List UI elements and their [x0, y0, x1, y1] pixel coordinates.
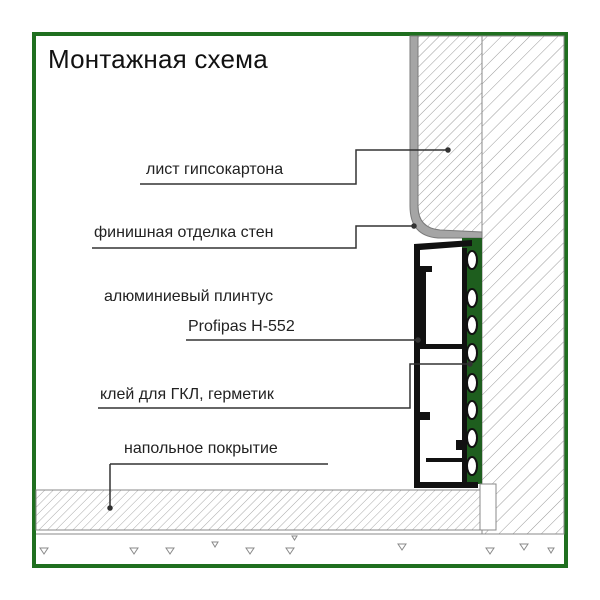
leader-lines	[92, 147, 473, 511]
screed-aggregate	[39, 535, 555, 555]
leader-drywall	[140, 149, 448, 185]
label-drywall: лист гипсокартона	[146, 161, 284, 178]
label-glue: клей для ГКЛ, герметик	[100, 386, 274, 403]
concrete-wall	[481, 35, 565, 535]
label-profile-model: Profipas H-552	[188, 318, 295, 335]
floor-covering	[35, 489, 481, 531]
profile-clips	[466, 250, 478, 476]
floor-gap-block	[479, 483, 497, 531]
label-profile-name: алюминиевый плинтус	[104, 288, 274, 305]
leader-finish	[92, 225, 414, 249]
diagram-title: Монтажная схема	[48, 44, 268, 74]
wall-finish-layer	[409, 35, 483, 239]
label-floor: напольное покрытие	[124, 440, 278, 457]
aluminium-profile	[414, 240, 478, 488]
label-wall-finish: финишная отделка стен	[94, 224, 274, 241]
drywall-sheet	[417, 35, 483, 233]
leader-glue	[98, 363, 470, 409]
